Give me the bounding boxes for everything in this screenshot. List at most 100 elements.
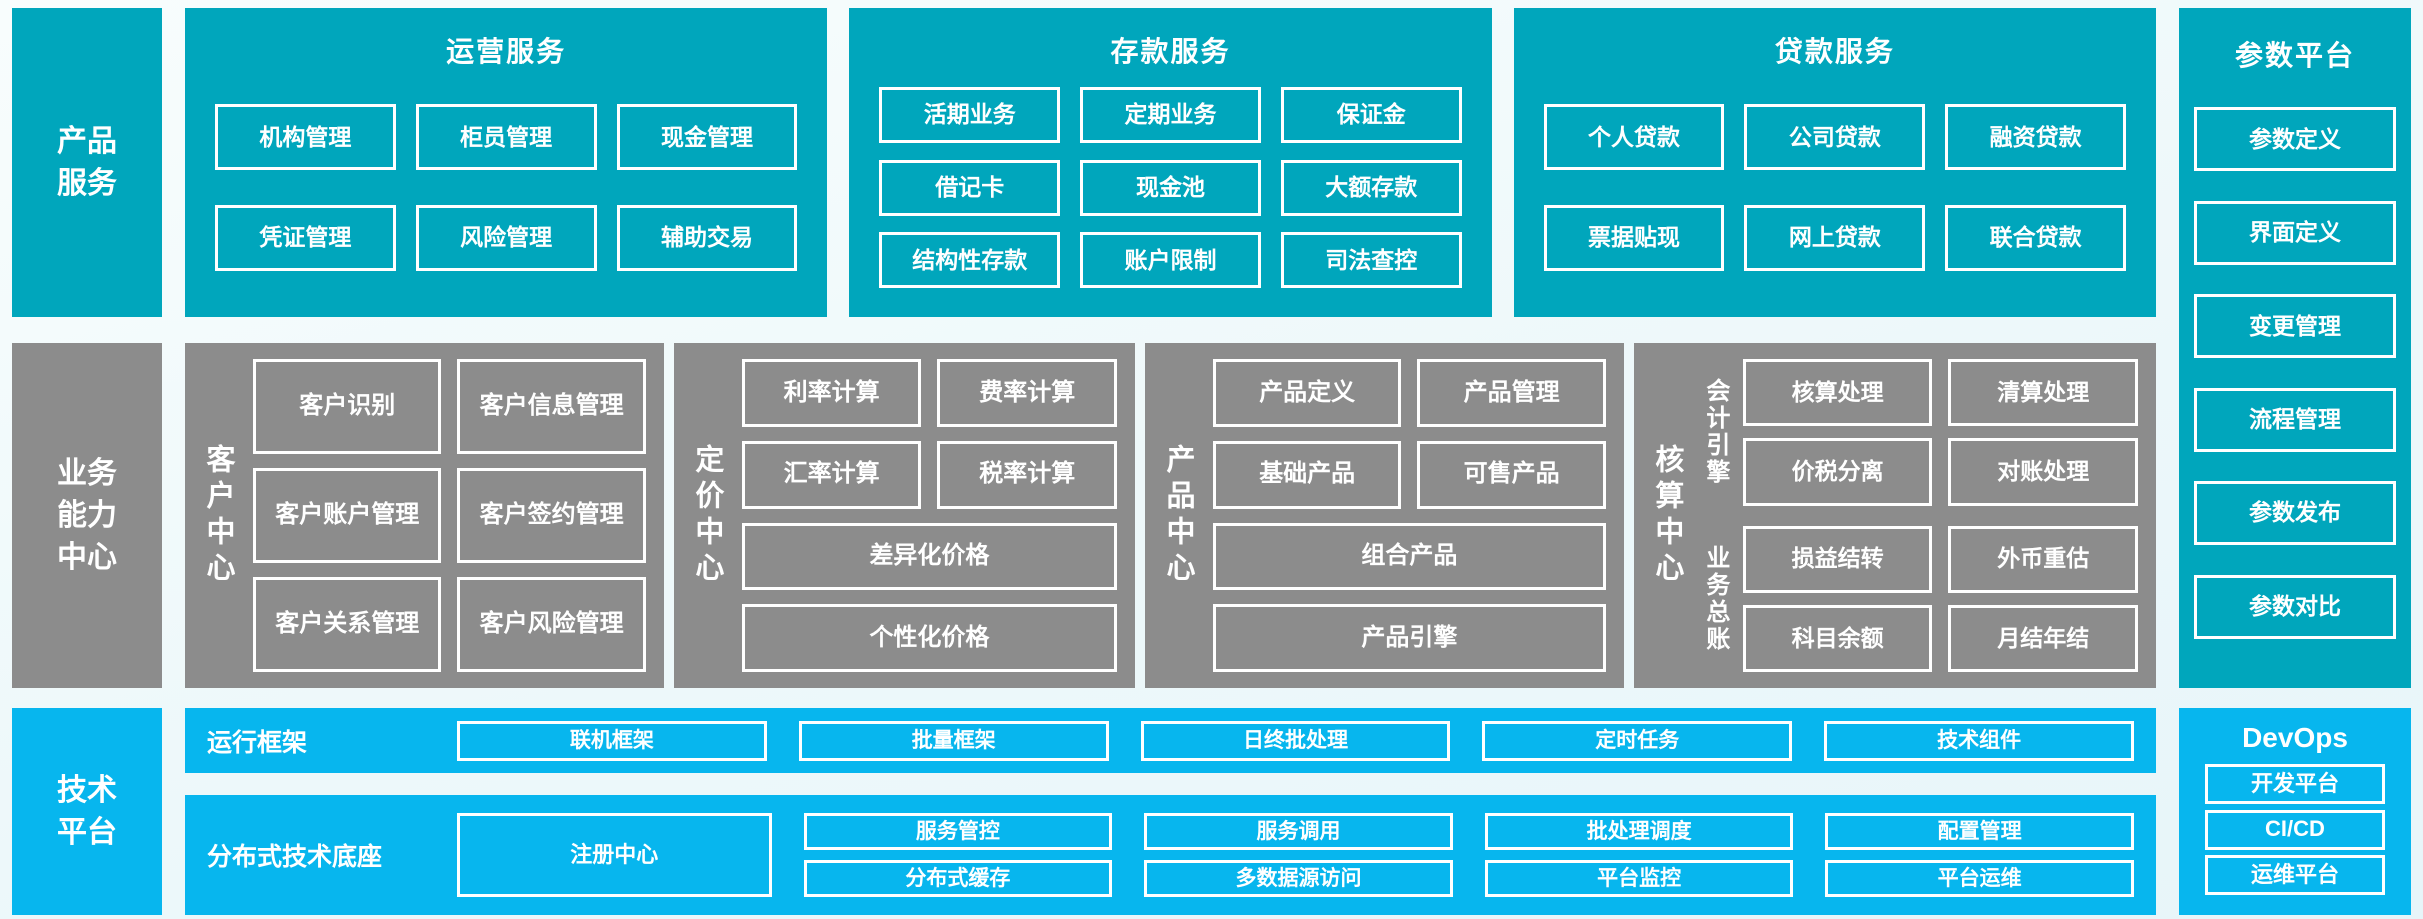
customer-button: 客户签约管理 — [457, 468, 646, 563]
deposit-button: 大额存款 — [1280, 159, 1462, 216]
runtime-button: 技术组件 — [1824, 720, 2134, 761]
pricing-button: 个性化价格 — [741, 604, 1117, 672]
loan-button: 个人贷款 — [1543, 104, 1725, 171]
pricing-button: 差异化价格 — [741, 522, 1117, 591]
customer-button: 客户账户管理 — [253, 468, 442, 563]
operations-row: 机构管理 柜员管理 现金管理 — [215, 104, 798, 171]
distributed-button: 平台运维 — [1825, 860, 2134, 897]
ledger-button: 月结年结 — [1948, 604, 2138, 672]
customer-center-block: 客户中心 客户识别 客户信息管理 客户账户管理 客户签约管理 客户关系管理 客户… — [185, 343, 664, 688]
runtime-buttons: 联机框架 批量框架 日终批处理 定时任务 技术组件 — [457, 720, 2134, 761]
distributed-column: 服务管控 分布式缓存 — [803, 813, 1113, 897]
operations-services-rows: 机构管理 柜员管理 现金管理 凭证管理 风险管理 辅助交易 — [215, 70, 798, 305]
pricing-button: 税率计算 — [937, 440, 1117, 509]
operations-services-block: 运营服务 机构管理 柜员管理 现金管理 凭证管理 风险管理 辅助交易 — [185, 8, 828, 317]
loan-row: 个人贷款 公司贷款 融资贷款 — [1543, 104, 2126, 171]
ledger-button: 损益结转 — [1742, 525, 1933, 593]
pricing-center-label: 定价中心 — [690, 443, 723, 588]
runtime-button: 日终批处理 — [1140, 720, 1451, 761]
deposit-button: 结构性存款 — [879, 232, 1061, 289]
loan-services-block: 贷款服务 个人贷款 公司贷款 融资贷款 票据贴现 网上贷款 联合贷款 — [1513, 8, 2156, 317]
accounting-button: 对账处理 — [1948, 438, 2138, 506]
operations-button: 风险管理 — [415, 204, 597, 271]
ledger-button: 外币重估 — [1948, 525, 2138, 593]
customer-center-grid: 客户识别 客户信息管理 客户账户管理 客户签约管理 客户关系管理 客户风险管理 — [247, 359, 646, 672]
loan-row: 票据贴现 网上贷款 联合贷款 — [1543, 204, 2126, 271]
product-center-block: 产品中心 产品定义 产品管理 基础产品 可售产品 组合产品 产品引擎 — [1144, 343, 1624, 688]
deposit-services-rows: 活期业务 定期业务 保证金 借记卡 现金池 大额存款 结构性存款 账户限制 司法… — [879, 70, 1462, 305]
deposit-button: 司法查控 — [1280, 232, 1462, 289]
row-label-column: 产品 服务 业务 能力 中心 技术 平台 — [12, 8, 162, 915]
parameter-platform-block: 参数平台 参数定义 界面定义 变更管理 流程管理 参数发布 参数对比 — [2179, 8, 2411, 688]
loan-services-rows: 个人贷款 公司贷款 融资贷款 票据贴现 网上贷款 联合贷款 — [1543, 70, 2126, 305]
deposit-button: 活期业务 — [879, 86, 1061, 143]
accounting-button: 清算处理 — [1948, 359, 2138, 427]
runtime-button: 联机框架 — [457, 720, 767, 761]
product-button: 产品管理 — [1417, 359, 1606, 427]
product-button: 产品引擎 — [1212, 604, 1606, 672]
pricing-center-block: 定价中心 利率计算 费率计算 汇率计算 税率计算 差异化价格 个性化价格 — [673, 343, 1135, 688]
operations-button: 辅助交易 — [616, 204, 798, 271]
distributed-button: 多数据源访问 — [1144, 860, 1453, 897]
accounting-button: 价税分离 — [1742, 438, 1933, 506]
accounting-engine-label: 会计引擎 — [1701, 378, 1729, 487]
deposit-row: 结构性存款 账户限制 司法查控 — [879, 232, 1462, 289]
deposit-button: 定期业务 — [1080, 86, 1261, 143]
loan-services-title: 贷款服务 — [1774, 36, 1895, 67]
devops-button: 运维平台 — [2205, 855, 2385, 896]
runtime-button: 定时任务 — [1482, 720, 1793, 761]
deposit-button: 保证金 — [1280, 86, 1462, 143]
distributed-button: 服务管控 — [803, 813, 1113, 850]
customer-button: 客户关系管理 — [253, 577, 442, 672]
product-center-label: 产品中心 — [1161, 443, 1194, 588]
distributed-body: 注册中心 服务管控 分布式缓存 服务调用 多数据源访问 批处理调度 平台监控 — [457, 813, 2134, 897]
distributed-button: 服务调用 — [1144, 813, 1453, 850]
pricing-center-grid: 利率计算 费率计算 汇率计算 税率计算 差异化价格 个性化价格 — [736, 359, 1117, 672]
accounting-center-label: 核算中心 — [1650, 443, 1683, 588]
parameter-platform-title: 参数平台 — [2234, 40, 2355, 71]
operations-button: 凭证管理 — [215, 204, 396, 271]
operations-row: 凭证管理 风险管理 辅助交易 — [215, 204, 798, 271]
accounting-center-block: 核算中心 会计引擎 核算处理 清算处理 价税分离 对账处理 业务总账 — [1633, 343, 2156, 688]
loan-button: 联合贷款 — [1945, 204, 2126, 271]
distributed-button: 分布式缓存 — [803, 860, 1113, 897]
distributed-column: 批处理调度 平台监控 — [1484, 813, 1794, 897]
parameter-platform-buttons: 参数定义 界面定义 变更管理 流程管理 参数发布 参数对比 — [2194, 78, 2396, 668]
main-area: 运营服务 机构管理 柜员管理 现金管理 凭证管理 风险管理 辅助交易 存款服务 — [185, 8, 2156, 915]
runtime-framework-label: 运行框架 — [207, 728, 308, 757]
runtime-framework-bar: 运行框架 联机框架 批量框架 日终批处理 定时任务 技术组件 — [185, 708, 2156, 773]
tech-platform-band: 运行框架 联机框架 批量框架 日终批处理 定时任务 技术组件 分布式技术底座 注… — [185, 708, 2156, 915]
business-ledger-label: 业务总账 — [1701, 544, 1729, 653]
distributed-column: 配置管理 平台运维 — [1825, 813, 2134, 897]
loan-button: 票据贴现 — [1543, 204, 1725, 271]
row-label-tech-platform: 技术 平台 — [12, 708, 162, 915]
distributed-base-label: 分布式技术底座 — [207, 843, 383, 871]
devops-button: CI/CD — [2205, 809, 2385, 850]
parameter-button: 参数定义 — [2194, 107, 2396, 172]
parameter-button: 界面定义 — [2194, 200, 2396, 265]
customer-button: 客户信息管理 — [457, 359, 646, 454]
distributed-button: 配置管理 — [1825, 813, 2134, 850]
devops-button: 开发平台 — [2205, 763, 2385, 804]
deposit-row: 活期业务 定期业务 保证金 — [879, 86, 1462, 143]
loan-button: 网上贷款 — [1744, 204, 1926, 271]
operations-button: 机构管理 — [215, 104, 396, 171]
deposit-button: 借记卡 — [879, 159, 1061, 216]
operations-button: 柜员管理 — [415, 104, 597, 171]
pricing-button: 汇率计算 — [741, 440, 922, 509]
product-center-grid: 产品定义 产品管理 基础产品 可售产品 组合产品 产品引擎 — [1207, 359, 1606, 672]
devops-block: DevOps 开发平台 CI/CD 运维平台 — [2179, 708, 2411, 915]
distributed-column: 服务调用 多数据源访问 — [1144, 813, 1453, 897]
right-column: 参数平台 参数定义 界面定义 变更管理 流程管理 参数发布 参数对比 DevOp… — [2179, 8, 2411, 915]
accounting-engine-group: 会计引擎 核算处理 清算处理 价税分离 对账处理 — [1696, 359, 2138, 506]
product-button: 产品定义 — [1212, 359, 1402, 427]
runtime-button: 批量框架 — [798, 720, 1109, 761]
deposit-services-block: 存款服务 活期业务 定期业务 保证金 借记卡 现金池 大额存款 结构性存款 账户 — [849, 8, 1492, 317]
deposit-button: 账户限制 — [1080, 232, 1261, 289]
accounting-groups: 会计引擎 核算处理 清算处理 价税分离 对账处理 业务总账 损益结转 外币重估 — [1696, 359, 2138, 672]
deposit-button: 现金池 — [1080, 159, 1261, 216]
devops-title: DevOps — [2242, 722, 2348, 753]
customer-button: 客户风险管理 — [457, 577, 646, 672]
distributed-button: 平台监控 — [1484, 860, 1794, 897]
